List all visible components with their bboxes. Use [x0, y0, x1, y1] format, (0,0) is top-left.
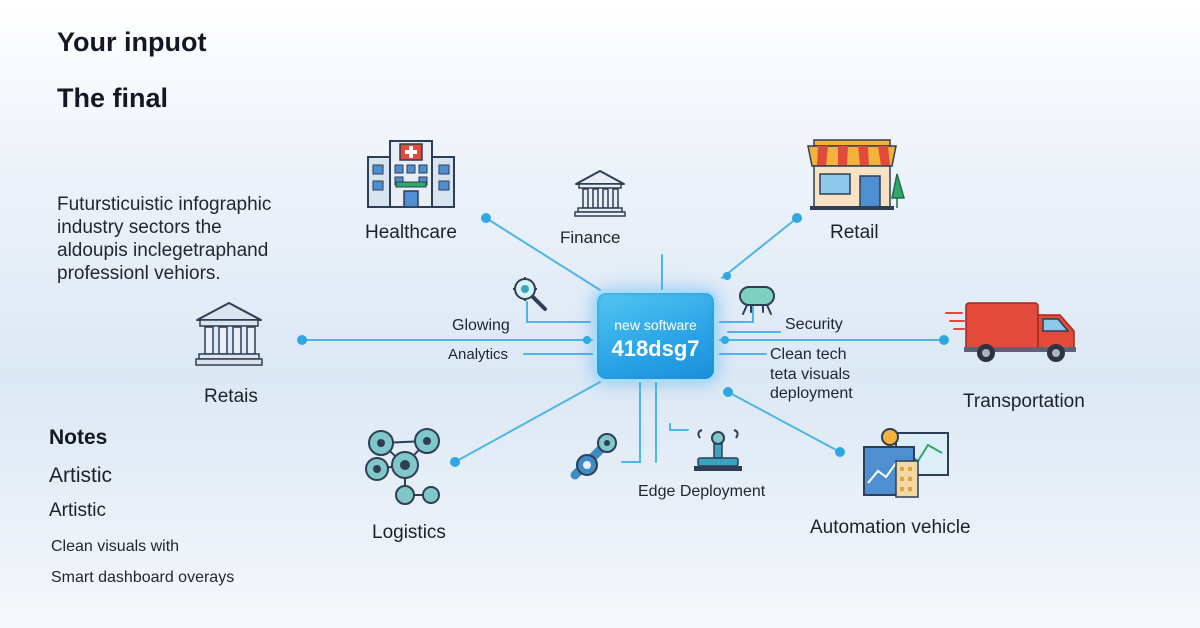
description-line: industry sectors the — [57, 217, 222, 238]
page-title: Your inpuot — [57, 27, 207, 57]
connector-retail — [721, 217, 798, 279]
connector-dot — [481, 213, 491, 223]
connector-dot — [723, 387, 733, 397]
notes-item: Clean visuals with — [51, 538, 180, 555]
sector-label-finance: Finance — [560, 228, 621, 247]
hub-code: 418dsg7 — [611, 336, 700, 361]
connector-label-security: Security — [785, 316, 843, 333]
connector-healthcare — [485, 217, 601, 291]
sector-label-retais: Retais — [204, 386, 258, 407]
connector-edge-right — [669, 423, 689, 431]
gear-magnifier-icon — [513, 277, 547, 311]
connector-dot — [939, 335, 949, 345]
description-line: Futursticuistic infographic — [57, 194, 272, 215]
connector-dot — [835, 447, 845, 457]
hospital-building-icon — [367, 140, 455, 208]
connector-dot — [792, 213, 802, 223]
sector-label-edge-deployment: Edge Deployment — [638, 483, 766, 500]
notes-item: Artistic — [49, 464, 112, 487]
delivery-truck-icon — [945, 302, 1076, 362]
connector-dot — [723, 272, 731, 280]
hub-caption: new software — [614, 317, 697, 333]
connector-label-clean-tech: teta visuals — [770, 366, 851, 383]
sector-label-retail: Retail — [830, 222, 879, 243]
connector-edge-left — [621, 381, 641, 463]
notes-item: Artistic — [49, 500, 106, 521]
sector-label-logistics: Logistics — [372, 522, 446, 543]
central-hub: new software 418dsg7 — [594, 290, 717, 382]
connector-logistics — [454, 381, 601, 463]
connector-label-clean-tech: deployment — [770, 385, 853, 402]
description-line: aldoupis inclegetraphand — [57, 240, 269, 261]
sector-label-transportation: Transportation — [963, 391, 1085, 412]
connector-automation — [727, 391, 841, 453]
connector-dot — [721, 336, 729, 344]
connector-label-glowing: Glowing — [452, 317, 510, 334]
gear-network-icon — [365, 428, 440, 505]
storefront-icon — [807, 139, 905, 210]
description-paragraph: Futursticuistic infographic industry sec… — [57, 193, 271, 285]
bank-columns-icon — [195, 302, 263, 366]
connector-label-analytics: Analytics — [448, 346, 509, 363]
connector-dot — [583, 336, 591, 344]
dashboard-monitor-icon — [863, 428, 949, 498]
connector-glowing — [526, 301, 591, 323]
security-device-icon — [739, 286, 775, 315]
wrench-gear-icon — [570, 433, 617, 480]
sector-label-healthcare: Healthcare — [365, 222, 457, 243]
description-line: professionl vehiors. — [57, 263, 221, 284]
edge-device-icon — [694, 429, 742, 471]
bank-icon — [574, 170, 626, 217]
notes-heading: Notes — [49, 426, 108, 449]
connector-security — [719, 303, 781, 333]
notes-item: Smart dashboard overays — [51, 569, 235, 586]
connector-label-clean-tech: Clean tech — [770, 346, 847, 363]
connector-dot — [450, 457, 460, 467]
sector-label-automation-vehicle: Automation vehicle — [810, 517, 971, 538]
page-subtitle: The final — [57, 83, 169, 113]
connector-dot — [297, 335, 307, 345]
